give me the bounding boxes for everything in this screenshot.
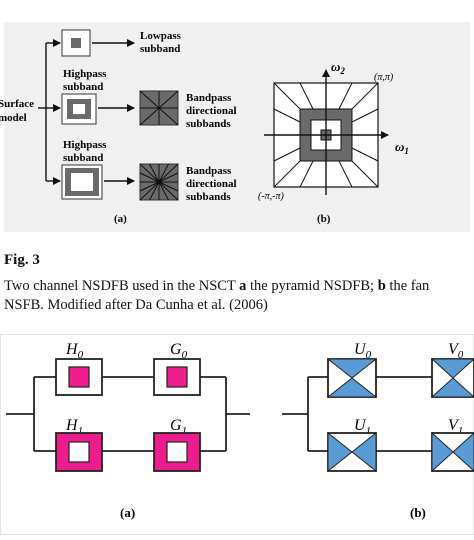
omega2-label: ω2 <box>331 59 345 76</box>
caption-part: the fan NSFB. Modified after Da Cunha et… <box>4 278 430 313</box>
highpass-1-label-1: Highpass <box>63 68 107 80</box>
u0-label: U0 <box>354 341 372 361</box>
pyramid-nsdfb-diagram: Surface model Lowpass subband Highpass s… <box>0 29 237 225</box>
direction-line <box>351 160 379 188</box>
direction-line <box>273 147 301 162</box>
g0-label: G0 <box>170 341 188 361</box>
top-panel-a-label: (a) <box>114 213 127 225</box>
caption-text: Two channel NSDFB used in the NSCT a the… <box>4 277 468 315</box>
corner-bottom-left-label: (-π,-π) <box>258 191 285 202</box>
surface-model-label-1: Surface <box>0 98 34 110</box>
v1-label: V1 <box>448 417 463 437</box>
top-figure: Surface model Lowpass subband Highpass s… <box>0 0 474 232</box>
top-figure-svg: Surface model Lowpass subband Highpass s… <box>0 29 409 225</box>
direction-line <box>351 147 379 162</box>
h1-label: H1 <box>65 417 83 437</box>
top-panel-b-label: (b) <box>317 213 331 225</box>
u1-label: U1 <box>354 417 371 437</box>
bottom-panel-b-label: (b) <box>410 505 426 520</box>
highpass-1-hole <box>73 104 85 114</box>
highpass-1-label-2: subband <box>63 81 103 93</box>
direction-line <box>273 82 301 110</box>
v0-fan-filter <box>430 358 474 398</box>
bandpass-1-label-3: subbands <box>186 118 231 130</box>
h1-hole <box>68 441 90 463</box>
lowpass-label-2: subband <box>140 43 180 55</box>
caption-part: Two channel NSDFB used in the NSCT <box>4 278 240 294</box>
lowpass-square <box>71 38 81 48</box>
u1-fan-filter <box>327 431 377 473</box>
u0-fan-filter <box>326 358 378 398</box>
direction-line <box>299 82 314 110</box>
corner-top-right-label: (π,π) <box>374 72 394 83</box>
highpass-2-hole <box>71 173 93 191</box>
direction-line <box>351 82 379 110</box>
omega1-label: ω1 <box>395 139 409 156</box>
h0-lowpass-square <box>68 366 90 388</box>
bandpass-1-label-2: directional <box>186 105 237 117</box>
figure-number: Fig. 3 <box>4 252 40 268</box>
direction-line <box>338 160 353 188</box>
direction-line <box>338 82 353 110</box>
direction-line <box>351 108 379 123</box>
caption-bold-a: a <box>239 278 247 294</box>
bandpass-2-label-3: subbands <box>186 191 231 203</box>
lowpass-label-1: Lowpass <box>140 30 182 42</box>
bandpass-2-filter <box>139 163 179 201</box>
filter-bank-b: U0 V0 U1 V1 <box>282 341 474 520</box>
filter-bank-a: H0 G0 H1 G1 (a) <box>6 341 250 520</box>
bandpass-2-label-2: directional <box>186 178 237 190</box>
bandpass-1-label-1: Bandpass <box>186 92 232 104</box>
highpass-2-label-1: Highpass <box>63 139 107 151</box>
figure-caption: Fig. 3 Two channel NSDFB used in the NSC… <box>0 252 474 315</box>
g0-lowpass-square <box>166 366 188 388</box>
caption-bold-b: b <box>377 278 386 294</box>
g1-hole <box>166 441 188 463</box>
bandpass-1-filter <box>139 90 179 126</box>
bottom-panel-a-label: (a) <box>120 505 135 520</box>
highpass-2-label-2: subband <box>63 152 103 164</box>
bandpass-2-label-1: Bandpass <box>186 165 232 177</box>
frequency-partition-diagram: ω2 ω1 (π,π) (-π,-π) (b) <box>258 59 409 225</box>
bottom-figure-svg: H0 G0 H1 G1 (a) U0 <box>0 333 474 536</box>
surface-model-label-2: model <box>0 112 27 124</box>
bottom-figure: H0 G0 H1 G1 (a) U0 <box>0 333 474 536</box>
direction-line <box>299 160 314 188</box>
direction-line <box>273 160 301 188</box>
v0-label: V0 <box>448 341 464 361</box>
g1-label: G1 <box>170 417 187 437</box>
v1-fan-filter <box>431 431 474 473</box>
caption-part: the pyramid NSDFB; <box>246 278 378 294</box>
direction-line <box>273 108 301 123</box>
h0-label: H0 <box>65 341 84 361</box>
